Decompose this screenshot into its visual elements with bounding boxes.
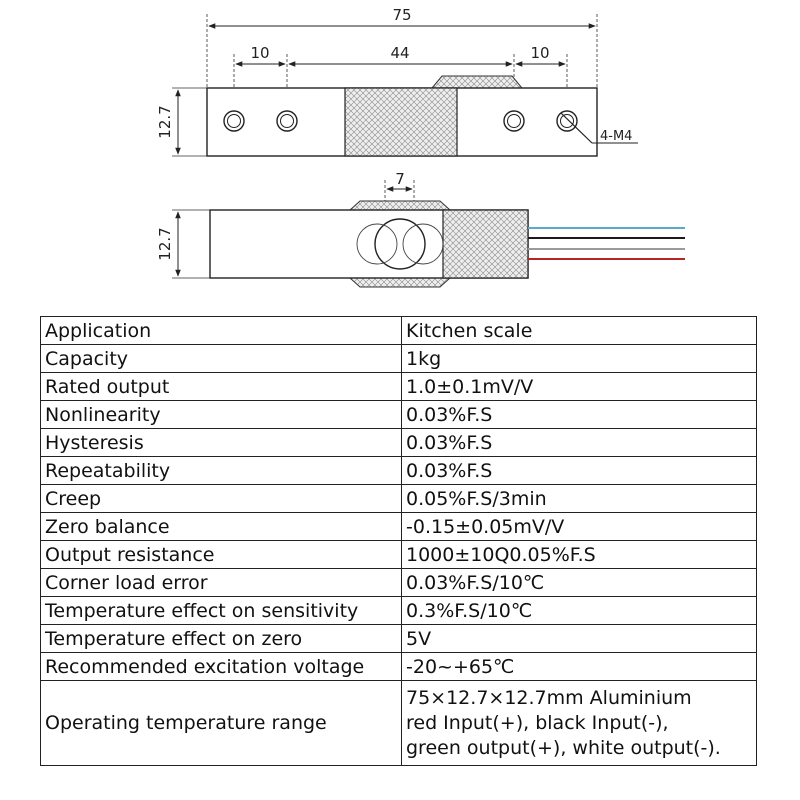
spec-value-cell: 1kg [401,344,757,373]
spec-param-cell: Application [40,316,402,345]
load-cell-drawing: 75 10 44 10 [156,6,685,288]
spec-value-cell: 0.05%F.S/3min [401,484,757,513]
spec-param-cell: Capacity [40,344,402,373]
spec-param-cell: Temperature effect on sensitivity [40,596,402,625]
top-tab-hatch [430,75,524,89]
side-view-height-label: 12.7 [156,227,174,260]
spec-value-cell: 0.3%F.S/10℃ [401,596,757,625]
hole-callout-leader [560,112,593,144]
spec-param-cell: Repeatability [40,456,402,485]
spec-param-cell: Nonlinearity [40,400,402,429]
binocular-cutout [374,218,426,270]
slot-width-label: 7 [395,170,405,188]
spec-value-cell: 1000±10Q0.05%F.S [401,540,757,569]
overall-length-label: 75 [392,6,411,24]
side-view-strain-gauge-hatch [442,209,529,279]
spec-value-cell: -0.15±0.05mV/V [401,512,757,541]
spec-param-cell: Output resistance [40,540,402,569]
spec-row: Zero balance-0.15±0.05mV/V [40,512,757,541]
top-view: 75 10 44 10 [156,6,638,157]
center-length-label: 44 [390,44,409,62]
mounting-hole [503,110,525,132]
mounting-hole [556,110,578,132]
spec-value-cell: 0.03%F.S/10℃ [401,568,757,597]
spec-value-cell: 0.03%F.S [401,400,757,429]
spec-param-cell: Rated output [40,372,402,401]
spec-value-line: red Input(+), black Input(-), [406,711,669,734]
spec-value-cell: 0.03%F.S [401,456,757,485]
right-hole-spacing-label: 10 [530,44,549,62]
left-hole-spacing-label: 10 [250,44,269,62]
spec-value-line: green output(+), white output(-). [406,736,721,759]
hole-callout-label: 4-M4 [600,129,632,144]
spec-param-cell: Corner load error [40,568,402,597]
spec-value-cell: 5V [401,624,757,653]
spec-row: Recommended excitation voltage-20~+65℃ [40,652,757,681]
spec-value-cell: 0.03%F.S [401,428,757,457]
mounting-hole [223,110,245,132]
spec-value-cell: 1.0±0.1mV/V [401,372,757,401]
spec-value-line: 75×12.7×12.7mm Aluminium [406,686,692,709]
spec-param-cell: Creep [40,484,402,513]
top-view-strain-gauge-hatch [344,87,458,157]
spec-param-cell: Operating temperature range [40,680,402,766]
spec-param-cell: Recommended excitation voltage [40,652,402,681]
spec-value-cell: Kitchen scale [401,316,757,345]
spec-param-cell: Temperature effect on zero [40,624,402,653]
top-view-height-label: 12.7 [156,105,174,138]
spec-param-cell: Zero balance [40,512,402,541]
spec-param-cell: Hysteresis [40,428,402,457]
side-view: 7 12.7 [156,170,685,288]
spec-value-cell: -20~+65℃ [401,652,757,681]
mounting-hole [276,110,298,132]
